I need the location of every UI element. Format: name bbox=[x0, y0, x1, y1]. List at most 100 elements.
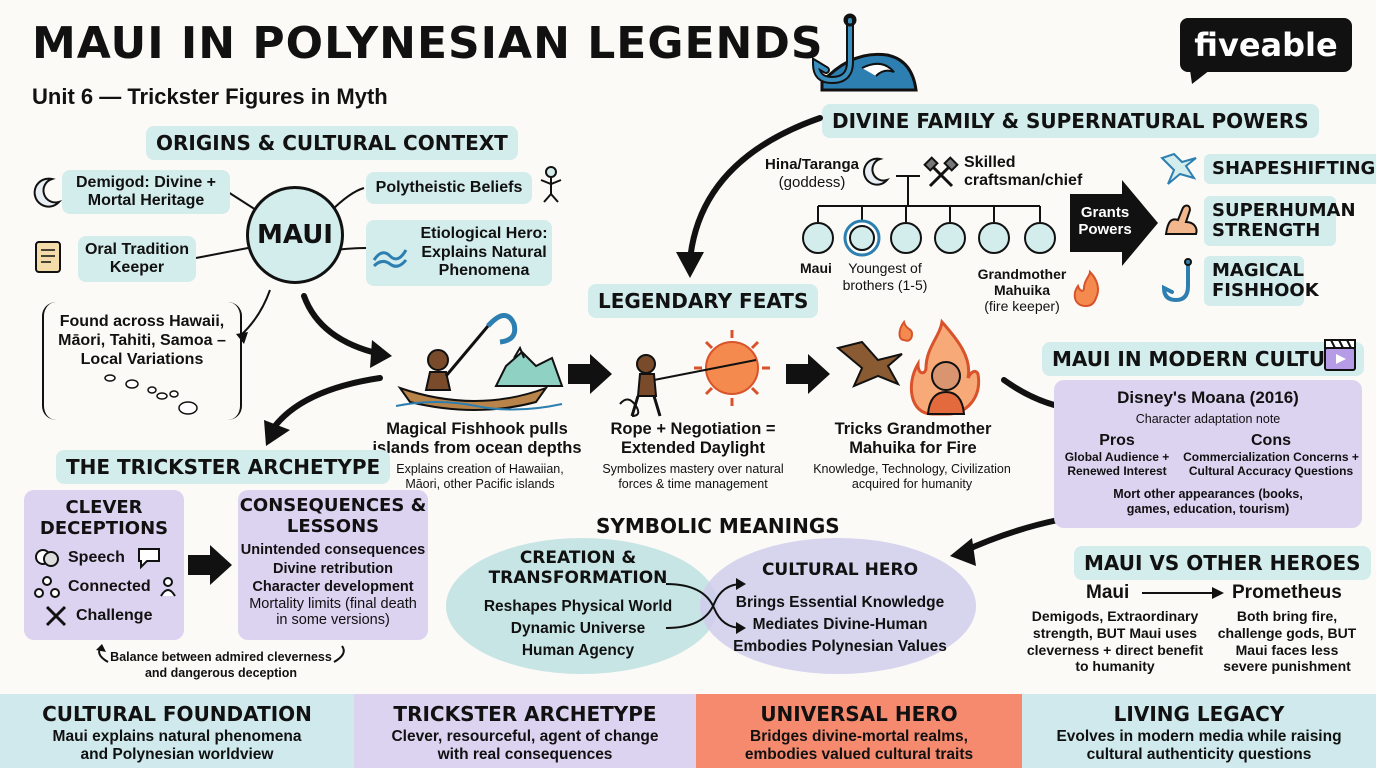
feat-2-title: Rope + Negotiation = Extended Daylight bbox=[610, 420, 776, 457]
bird-icon bbox=[1160, 152, 1197, 185]
polytheistic-box: Polytheistic Beliefs bbox=[366, 172, 532, 204]
footer-text: Maui explains natural phenomena and Poly… bbox=[52, 728, 302, 763]
wave-icon bbox=[372, 249, 408, 268]
fire-icon bbox=[1073, 269, 1099, 308]
fishhook-wave-icon bbox=[811, 13, 918, 92]
creation-heading: CREATION & TRANSFORMATION bbox=[488, 548, 668, 589]
symbolic-heading: SYMBOLIC MEANINGS bbox=[596, 514, 840, 538]
deity-figure-icon bbox=[540, 166, 562, 203]
footer-universal-hero: UNIVERSAL HERO Bridges divine-mortal rea… bbox=[696, 694, 1022, 768]
moana-title: Disney's Moana (2016) bbox=[1117, 388, 1299, 407]
cultural-hero-item: Mediates Divine-Human bbox=[752, 616, 928, 633]
found-across-bracket bbox=[42, 302, 242, 420]
balance-note: Balance between admired cleverness and d… bbox=[110, 650, 332, 680]
clever-item-challenge: Challenge bbox=[76, 607, 153, 625]
clever-heading: CLEVER DECEPTIONS bbox=[39, 497, 169, 539]
page-title: MAUI IN POLYNESIAN LEGENDS bbox=[32, 18, 824, 69]
feat-1-desc: Explains creation of Hawaiian, Māori, ot… bbox=[396, 462, 564, 491]
flexed-arm-icon bbox=[1164, 204, 1198, 235]
footer-text: Bridges divine-mortal realms, embodies v… bbox=[744, 728, 974, 763]
crossed-swords-icon bbox=[45, 606, 67, 627]
bird-mahuika-illustration bbox=[835, 318, 981, 416]
creation-item: Reshapes Physical World bbox=[483, 598, 673, 615]
page-subtitle: Unit 6 — Trickster Figures in Myth bbox=[32, 84, 388, 109]
modern-heading: MAUI IN MODERN CULTURE bbox=[1042, 342, 1365, 376]
rope-sun-illustration bbox=[619, 330, 770, 417]
consequences-item: Divine retribution bbox=[272, 560, 394, 577]
vs-heading: MAUI VS OTHER HEROES bbox=[1074, 546, 1371, 580]
theater-masks-icon bbox=[35, 549, 59, 568]
cons-text: Commercialization Concerns + Cultural Ac… bbox=[1183, 450, 1359, 479]
found-across-text: Found across Hawaii, Māori, Tahiti, Samo… bbox=[58, 313, 226, 369]
grants-powers-label: Grants Powers bbox=[1078, 204, 1132, 239]
footer-heading: TRICKSTER ARCHETYPE bbox=[393, 702, 657, 726]
cultural-hero-item: Brings Essential Knowledge bbox=[735, 594, 945, 611]
footer-living-legacy: LIVING LEGACY Evolves in modern media wh… bbox=[1022, 694, 1376, 768]
vs-arrow bbox=[1142, 587, 1224, 599]
grants-arrow-shape bbox=[1070, 180, 1158, 266]
footer-heading: CULTURAL FOUNDATION bbox=[42, 702, 312, 726]
clever-item-speech: Speech bbox=[68, 549, 125, 567]
scroll-icon bbox=[35, 241, 61, 273]
balance-bracket-arrows bbox=[96, 644, 345, 663]
feats-heading: LEGENDARY FEATS bbox=[588, 284, 819, 318]
consequences-item: Mortality limits (final death in some ve… bbox=[249, 595, 417, 629]
cons-heading: Cons bbox=[1251, 432, 1291, 449]
power-fishhook: MAGICAL FISHHOOK bbox=[1204, 256, 1319, 306]
footer-heading: LIVING LEGACY bbox=[1113, 702, 1285, 726]
creation-ellipse bbox=[446, 538, 718, 674]
pros-text: Global Audience + Renewed Interest bbox=[1064, 450, 1170, 479]
crescent-moon-icon bbox=[33, 177, 63, 208]
feat-2-desc: Symbolizes mastery over natural forces &… bbox=[602, 462, 784, 491]
clapperboard-icon bbox=[1324, 339, 1356, 371]
consequences-item: Unintended consequences bbox=[240, 542, 426, 559]
modern-panel: Disney's Moana (2016) Character adaptati… bbox=[1054, 380, 1362, 528]
youngest-label: Youngest of brothers (1-5) bbox=[842, 260, 928, 293]
cultural-hero-ellipse bbox=[700, 538, 976, 674]
creation-item: Human Agency bbox=[521, 642, 635, 659]
grandmother-label: Grandmother Mahuika(fire keeper) bbox=[977, 266, 1067, 315]
footer-heading: UNIVERSAL HERO bbox=[760, 702, 958, 726]
person-icon bbox=[159, 577, 176, 597]
mother-label: Hina/Taranga(goddess) bbox=[765, 156, 859, 191]
vs-maui-label: Maui bbox=[1086, 582, 1130, 603]
consequences-panel: CONSEQUENCES & LESSONS Unintended conseq… bbox=[238, 490, 428, 640]
speech-bubble-icon bbox=[137, 548, 160, 570]
clever-item-connected: Connected bbox=[68, 578, 151, 596]
feat-3-desc: Knowledge, Technology, Civilization acqu… bbox=[813, 462, 1011, 491]
demigod-box: Demigod: Divine + Mortal Heritage bbox=[62, 170, 230, 214]
cultural-hero-items: Brings Essential Knowledge Mediates Divi… bbox=[730, 592, 950, 658]
trickster-heading: THE TRICKSTER ARCHETYPE bbox=[56, 450, 391, 484]
footer-cultural-foundation: CULTURAL FOUNDATION Maui explains natura… bbox=[0, 694, 354, 768]
footer-text: Clever, resourceful, agent of change wit… bbox=[391, 728, 659, 763]
cultural-hero-item: Embodies Polynesian Values bbox=[733, 638, 947, 655]
pros-heading: Pros bbox=[1099, 432, 1135, 449]
fishhook-icon bbox=[1161, 258, 1192, 303]
origins-heading: ORIGINS & CULTURAL CONTEXT bbox=[146, 126, 518, 160]
other-appearances: Mort other appearances (books, games, ed… bbox=[1113, 486, 1303, 516]
canoe-fishhook-illustration bbox=[395, 313, 564, 411]
footer-text: Evolves in modern media while raising cu… bbox=[1056, 728, 1342, 763]
people-network-icon bbox=[34, 576, 60, 599]
creation-items: Reshapes Physical World Dynamic Universe… bbox=[478, 596, 678, 662]
vs-maui-text: Demigods, Extraordinary strength, BUT Ma… bbox=[1026, 608, 1204, 675]
cultural-hero-heading: CULTURAL HERO bbox=[761, 560, 919, 580]
vs-prometheus-text: Both bring fire, challenge gods, BUT Mau… bbox=[1217, 608, 1357, 675]
hammer-tools-icon bbox=[923, 156, 959, 188]
consequences-heading: CONSEQUENCES & LESSONS bbox=[239, 495, 427, 537]
fiveable-logo[interactable]: fiveable bbox=[1180, 18, 1352, 72]
adaptation-note: Character adaptation note bbox=[1135, 412, 1281, 426]
clever-deceptions-panel: CLEVER DECEPTIONS Speech Connected Chall… bbox=[24, 490, 184, 640]
etiological-box: Etiological Hero: Explains Natural Pheno… bbox=[366, 220, 552, 286]
vs-prometheus-label: Prometheus bbox=[1232, 582, 1342, 603]
maui-label: Maui bbox=[800, 260, 832, 276]
consequences-item: Character development bbox=[252, 578, 414, 595]
footer-trickster-archetype: TRICKSTER ARCHETYPE Clever, resourceful,… bbox=[354, 694, 696, 768]
feat-1-title: Magical Fishhook pulls islands from ocea… bbox=[372, 420, 582, 457]
feat-3-title: Tricks Grandmother Mahuika for Fire bbox=[834, 420, 992, 457]
creation-item: Dynamic Universe bbox=[510, 620, 646, 637]
oral-tradition-box: Oral Tradition Keeper bbox=[78, 236, 196, 282]
